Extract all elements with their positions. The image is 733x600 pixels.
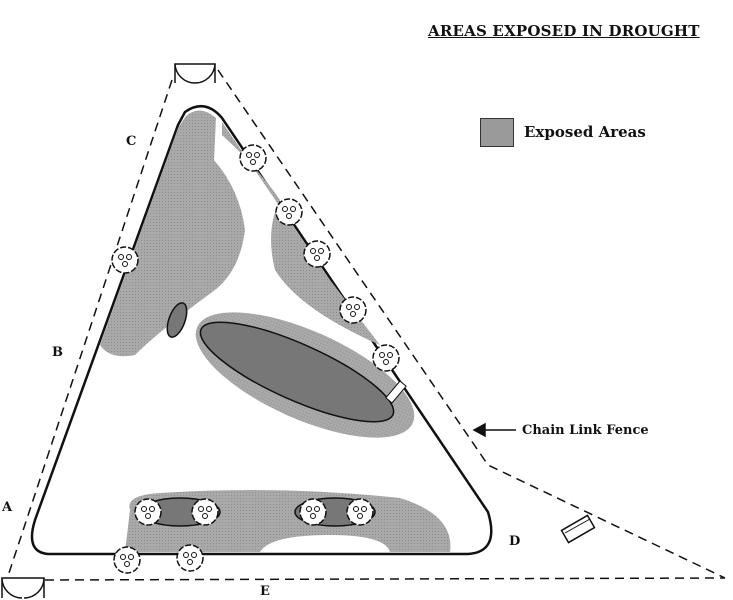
- tree-icon: [191, 498, 219, 526]
- point-label-a: A: [2, 500, 13, 515]
- point-label-d: D: [509, 534, 521, 549]
- tree-icon: [113, 546, 141, 574]
- chain-link-fence: [4, 69, 726, 586]
- point-label-c: C: [126, 134, 137, 149]
- tree-icon: [239, 144, 267, 172]
- tree-icon: [134, 498, 162, 526]
- tree-icon: [339, 296, 367, 324]
- gate-bottom-left: [1, 577, 45, 599]
- tree-icon: [299, 498, 327, 526]
- point-label-b: B: [52, 345, 63, 360]
- tree-icon: [303, 240, 331, 268]
- tree-icon: [372, 344, 400, 372]
- shed: [560, 514, 596, 544]
- tree-icon: [275, 198, 303, 226]
- legend-label: Exposed Areas: [524, 123, 646, 141]
- dock: [385, 380, 407, 404]
- point-label-e: E: [260, 584, 270, 599]
- diagram-title: AREAS EXPOSED IN DROUGHT: [428, 22, 700, 40]
- tree-icon: [346, 498, 374, 526]
- gate-top: [174, 63, 216, 84]
- deep-exposed-areas: [139, 302, 395, 527]
- tree-icon: [111, 246, 139, 274]
- arrow-icon: [472, 422, 516, 438]
- legend-swatch: [480, 118, 514, 147]
- tree-icon: [176, 544, 204, 572]
- fence-label: Chain Link Fence: [522, 423, 649, 438]
